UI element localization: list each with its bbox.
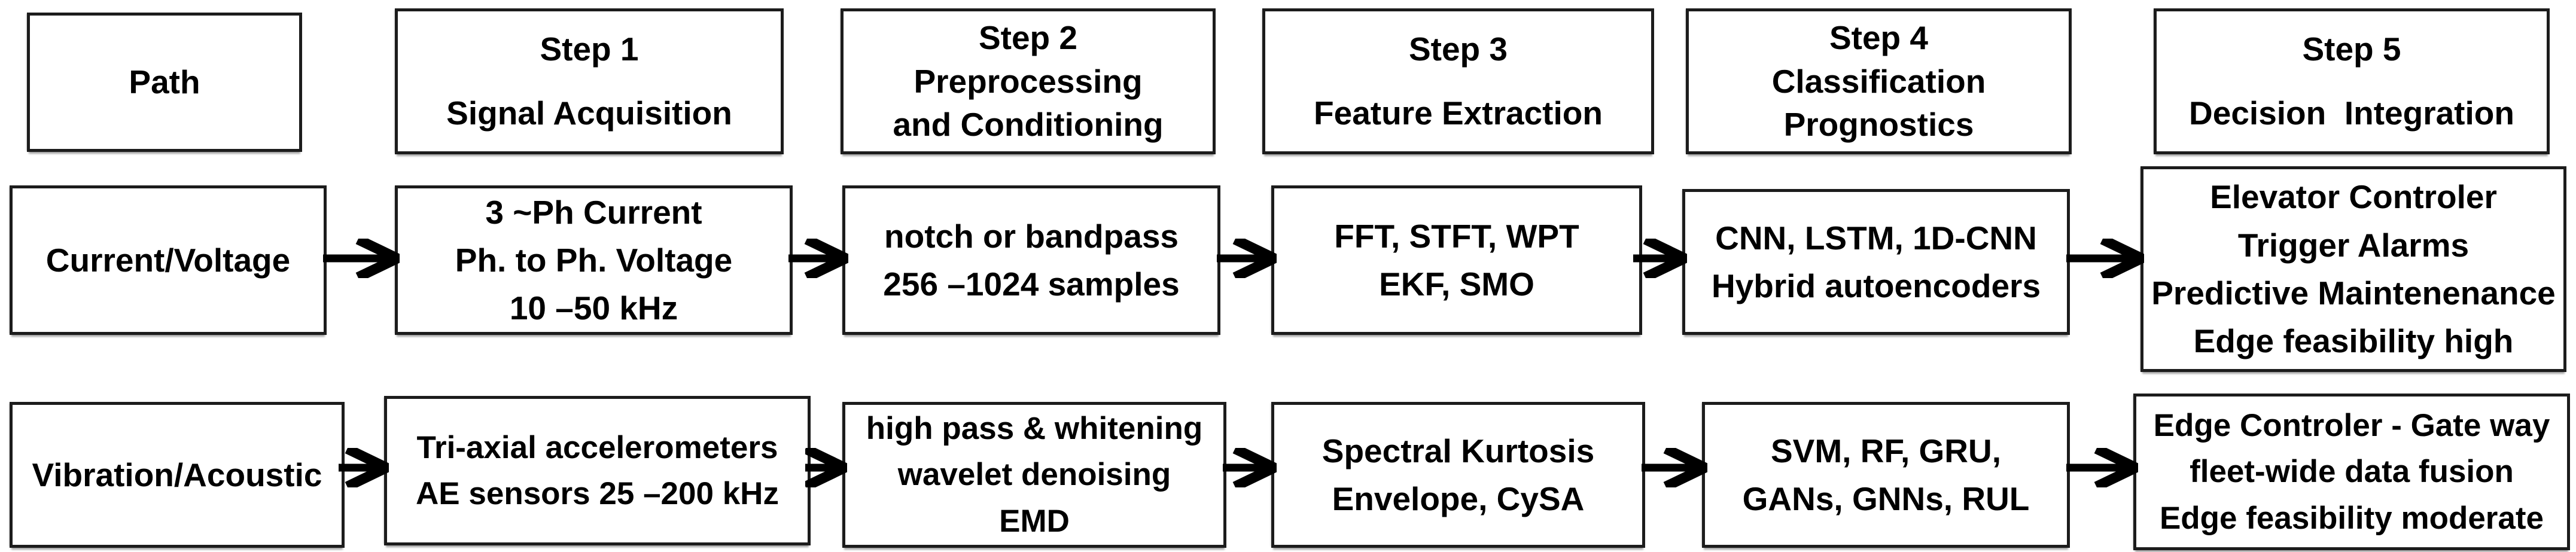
box-text-line: Hybrid autoencoders [1711,267,2041,304]
arrow-head [1232,448,1277,487]
box-text-line: Step 5 [2302,31,2401,68]
box-text-line: Step 1 [540,31,639,68]
box-text-line: Edge feasibility moderate [2159,500,2544,536]
arrow-head [1232,239,1277,278]
arrow-row2-path-to-step1 [339,448,389,487]
box-text-line: Feature Extraction [1314,94,1603,132]
arrow-row2-step4-to-step5 [2066,448,2138,487]
header-step5-box: Step 5 Decision Integration [2154,8,2550,154]
row1-path-label: Current/Voltage [45,241,291,279]
arrow-head [804,239,848,278]
box-text-line: fleet-wide data fusion [2190,454,2514,490]
row2-step4-box: SVM, RF, GRU, GANs, GNNs, RUL [1702,402,2070,548]
arrow-row1-step1-to-step2 [788,239,848,278]
row1-step4-box: CNN, LSTM, 1D-CNN Hybrid autoencoders [1682,189,2070,335]
arrow-row1-step3-to-step4 [1633,239,1687,278]
arrow-head [345,448,389,487]
box-text-line: AE sensors 25 –200 kHz [416,476,779,511]
header-path-box: Path [27,13,302,152]
row1-step2-box: notch or bandpass 256 –1024 samples [842,185,1220,335]
box-text-line: Prognostics [1783,106,1974,144]
box-text-line: Envelope, CySA [1332,480,1585,517]
box-text-line: Edge feasibility high [2193,322,2514,360]
box-text-line: CNN, LSTM, 1D-CNN [1715,219,2037,257]
arrow-head [2094,448,2138,487]
box-text-line: Tri-axial accelerometers [416,429,778,465]
arrow-row2-step1-to-step2 [805,448,847,487]
row2-path-label: Vibration/Acoustic [32,456,322,493]
arrow-head [805,448,847,487]
arrow-row2-step2-to-step3 [1223,448,1277,487]
row2-step5-box: Edge Controler - Gate way fleet-wide data… [2133,394,2570,550]
box-text-line: Spectral Kurtosis [1322,432,1595,469]
box-text-line: Ph. to Ph. Voltage [455,241,733,279]
box-text-line: wavelet denoising [897,457,1171,493]
arrow-row1-step2-to-step3 [1217,239,1277,278]
row2-path-box: Vibration/Acoustic [10,402,345,548]
box-text-line: 256 –1024 samples [883,266,1180,303]
arrow-head [355,239,400,278]
box-text-line: 10 –50 kHz [509,289,678,327]
arrow-head [1643,239,1687,278]
box-text-line: Decision Integration [2189,94,2514,132]
header-step1-box: Step 1 Signal Acquisition [395,8,784,154]
row2-step1-box: Tri-axial accelerometers AE sensors 25 –2… [384,396,811,545]
arrow-head [2100,239,2144,278]
box-text-line: Step 2 [978,19,1078,57]
box-text-line: Step 4 [1829,19,1929,57]
row1-step3-box: FFT, STFT, WPT EKF, SMO [1271,185,1642,335]
box-text-line: Classification [1771,62,1986,100]
row1-path-box: Current/Voltage [10,185,327,335]
arrow-row2-step3-to-step4 [1642,448,1707,487]
box-text-line: and Conditioning [893,106,1164,144]
box-text-line: Path [129,63,200,101]
box-text-line: Trigger Alarms [2237,226,2470,264]
box-text-line: Elevator Controler [2210,178,2497,216]
arrow-row1-step4-to-step5 [2066,239,2144,278]
box-text-line: Step 3 [1408,31,1508,68]
box-text-line: Preprocessing [914,62,1143,100]
box-text-line: high pass & whitening [866,410,1203,446]
header-step3-box: Step 3 Feature Extraction [1262,8,1654,154]
box-text-line: EKF, SMO [1379,266,1534,303]
box-text-line: Predictive Maintenenance [2151,275,2556,312]
box-text-line: SVM, RF, GRU, [1770,432,2002,469]
box-text-line: 3 ~Ph Current [485,193,702,231]
box-text-line: Signal Acquisition [446,94,732,132]
arrow-row1-path-to-step1 [323,239,400,278]
box-text-line: Edge Controler - Gate way [2153,407,2550,443]
box-text-line: FFT, STFT, WPT [1334,217,1579,255]
box-text-line: notch or bandpass [884,217,1179,255]
arrow-head [1663,448,1707,487]
box-text-line: GANs, GNNs, RUL [1742,480,2030,517]
box-text-line: EMD [999,503,1070,539]
header-step2-box: Step 2 Preprocessing and Conditioning [841,8,1216,154]
